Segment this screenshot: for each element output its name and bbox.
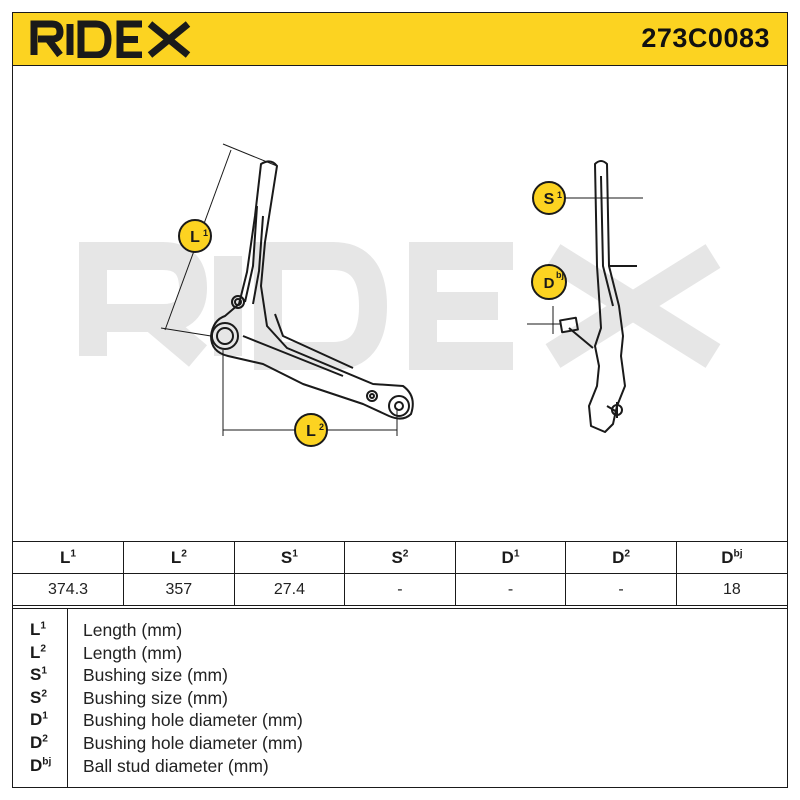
ridex-logo [30, 20, 191, 58]
marker-l2-label: L [306, 423, 316, 440]
marker-dbj: D [531, 264, 567, 300]
legend: L1 Length (mm) L2 Length (mm) S1 Bushing… [13, 608, 787, 788]
spec-value-d1: - [454, 573, 567, 606]
technical-drawing: L L S D 1 2 1 bj [79, 143, 721, 447]
dimension-dbj [527, 306, 561, 334]
spec-value-dbj: 18 [675, 573, 787, 606]
spec-value-l2: 357 [123, 573, 235, 606]
spec-value-row: 374.3 357 27.4 - - - 18 [13, 573, 787, 606]
marker-dbj-sup: bj [556, 270, 564, 280]
marker-l2-sup: 2 [319, 422, 324, 432]
legend-symbol-s2: S2 [30, 687, 48, 707]
legend-row-d2: D2 Bushing hole diameter (mm) [13, 732, 787, 755]
legend-desc-s1: Bushing size (mm) [83, 665, 228, 686]
legend-row-d1: D1 Bushing hole diameter (mm) [13, 709, 787, 732]
spec-value-l1: 374.3 [13, 573, 125, 606]
legend-desc-l2: Length (mm) [83, 642, 183, 663]
spec-value-s2: - [344, 573, 456, 606]
spec-header-s1: S1 [233, 541, 346, 574]
legend-row-l2: L2 Length (mm) [13, 642, 787, 665]
legend-desc-l1: Length (mm) [83, 620, 183, 640]
spec-header-l2: L2 [123, 541, 235, 574]
spec-header-row: L1 L2 S1 S2 D1 D2 Dbj [13, 541, 787, 574]
spec-header-d1: D1 [454, 541, 567, 574]
marker-s1: S [532, 181, 566, 215]
spec-header-l1: L1 [13, 541, 125, 574]
legend-desc-dbj: Ball stud diameter (mm) [83, 755, 269, 776]
ridex-watermark [79, 242, 721, 370]
legend-symbol-l2: L2 [30, 642, 47, 662]
spec-header-d2: D2 [565, 541, 677, 574]
part-number: 273C0083 [641, 23, 770, 53]
spec-value-d2: - [565, 573, 677, 606]
legend-row-dbj: Dbj Ball stud diameter (mm) [13, 755, 787, 778]
spec-table: L1 L2 S1 S2 D1 D2 Dbj 374.3 357 27.4 - -… [13, 541, 787, 606]
marker-s1-sup: 1 [557, 190, 562, 200]
marker-l1-sup: 1 [203, 228, 208, 238]
marker-dbj-label: D [544, 275, 555, 292]
spec-value-s1: 27.4 [233, 573, 346, 606]
legend-row-s1: S1 Bushing size (mm) [13, 664, 787, 687]
legend-row-s2: S2 Bushing size (mm) [13, 687, 787, 710]
marker-l1-label: L [190, 229, 200, 246]
control-arm-drawing [210, 160, 414, 420]
spec-header-s2: S2 [344, 541, 456, 574]
marker-s1-label: S [544, 191, 555, 208]
document-frame [12, 12, 788, 788]
legend-desc-d2: Bushing hole diameter (mm) [83, 733, 303, 753]
side-view-drawing [559, 160, 637, 433]
marker-l2: L [294, 413, 328, 447]
legend-symbol-l1: L1 [30, 620, 47, 639]
legend-symbol-d2: D2 [30, 733, 48, 752]
marker-l1: L [178, 219, 212, 253]
legend-desc-s2: Bushing size (mm) [83, 687, 228, 708]
spec-header-dbj: Dbj [675, 541, 787, 574]
legend-symbol-dbj: Dbj [30, 755, 52, 775]
legend-divider [67, 609, 68, 788]
legend-symbol-s1: S1 [30, 665, 48, 685]
legend-symbol-d1: D1 [30, 710, 48, 730]
legend-desc-d1: Bushing hole diameter (mm) [83, 710, 303, 731]
legend-row-l1: L1 Length (mm) [13, 619, 787, 642]
